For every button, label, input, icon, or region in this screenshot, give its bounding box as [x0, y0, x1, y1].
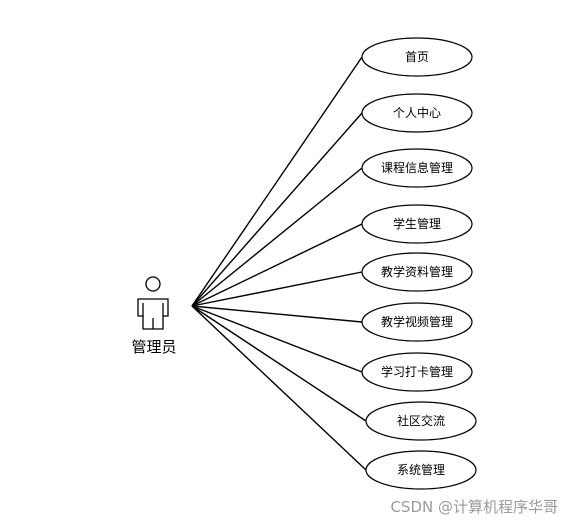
association-lines: [191, 56, 367, 471]
use-case-label: 课程信息管理: [381, 160, 453, 175]
use-case-study-checkin: 学习打卡管理: [361, 352, 473, 392]
actor-label: 管理员: [131, 338, 176, 356]
use-case-label: 个人中心: [393, 105, 441, 120]
use-case-course-info: 课程信息管理: [361, 148, 473, 188]
use-case-label: 学习打卡管理: [381, 364, 453, 379]
association-line: [191, 305, 367, 422]
association-line: [191, 167, 363, 307]
use-case-label: 首页: [405, 50, 429, 64]
association-line: [191, 305, 367, 471]
use-case-label: 教学资料管理: [381, 264, 453, 279]
use-case-student: 学生管理: [361, 204, 473, 244]
association-line: [191, 305, 363, 323]
association-line: [191, 223, 363, 307]
use-case-label: 学生管理: [393, 216, 441, 231]
use-case-teaching-material: 教学资料管理: [361, 252, 473, 292]
use-case-label: 系统管理: [397, 462, 445, 477]
use-case-community: 社区交流: [365, 401, 477, 441]
use-case-teaching-video: 教学视频管理: [361, 302, 473, 342]
association-line: [191, 112, 363, 307]
use-case-label: 教学视频管理: [381, 314, 453, 329]
association-line: [191, 56, 363, 307]
actor-admin: 管理员: [131, 276, 177, 356]
watermark: CSDN @计算机程序华哥: [390, 498, 558, 516]
use-case-system: 系统管理: [365, 450, 477, 490]
use-case-home: 首页: [361, 37, 473, 77]
person-icon: [137, 276, 169, 330]
use-case-personal-center: 个人中心: [361, 93, 473, 133]
association-line: [191, 271, 363, 307]
use-case-label: 社区交流: [397, 413, 445, 428]
association-line: [191, 305, 363, 373]
